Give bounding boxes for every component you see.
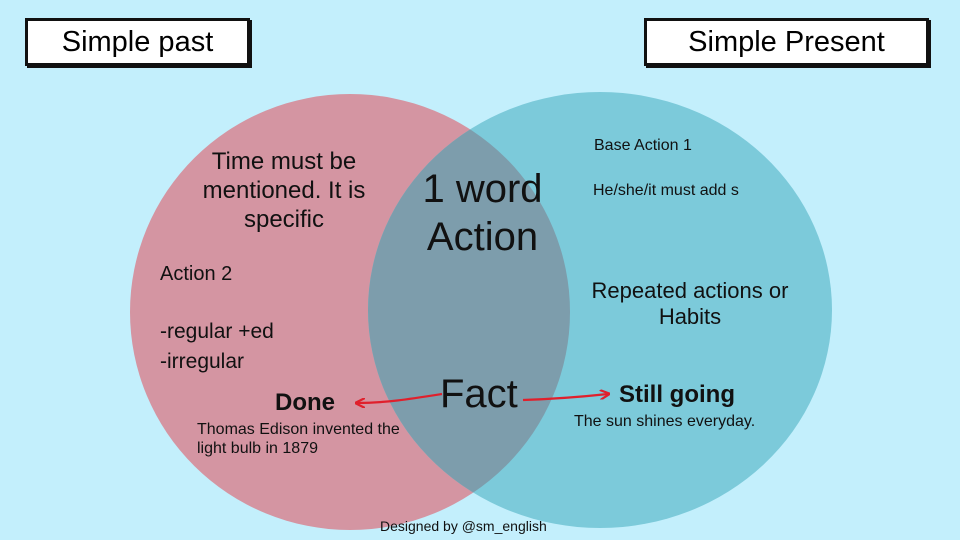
simple-past-heading-text: Simple past: [61, 25, 214, 58]
simple-present-heading: Simple Present: [644, 18, 929, 66]
overlap-region: [368, 94, 570, 528]
time-mentioned-note: Time must be mentioned. It is specific: [202, 148, 366, 233]
still-going-label: Still going: [619, 381, 735, 408]
done-label: Done: [275, 389, 335, 416]
simple-past-heading: Simple past: [25, 18, 250, 66]
base-action-note: Base Action 1: [594, 137, 692, 154]
simple-present-heading-text: Simple Present: [688, 25, 885, 58]
fact-label: Fact: [440, 372, 518, 416]
past-example: Thomas Edison invented the light bulb in…: [197, 421, 400, 458]
designer-credit: Designed by @sm_english: [380, 518, 547, 534]
arrow-to-done: [357, 392, 443, 403]
repeated-actions-note: Repeated actions or Habits: [591, 278, 789, 330]
one-word-action-label: 1 word Action: [422, 167, 543, 259]
irregular-verbs-note: -irregular: [160, 350, 245, 373]
arrow-to-still-going: [522, 394, 608, 402]
regular-verbs-note: -regular +ed: [160, 320, 274, 343]
present-example: The sun shines everyday.: [574, 413, 756, 430]
add-s-rule: He/she/it must add s: [593, 182, 739, 199]
action-2-label: Action 2: [160, 263, 233, 285]
